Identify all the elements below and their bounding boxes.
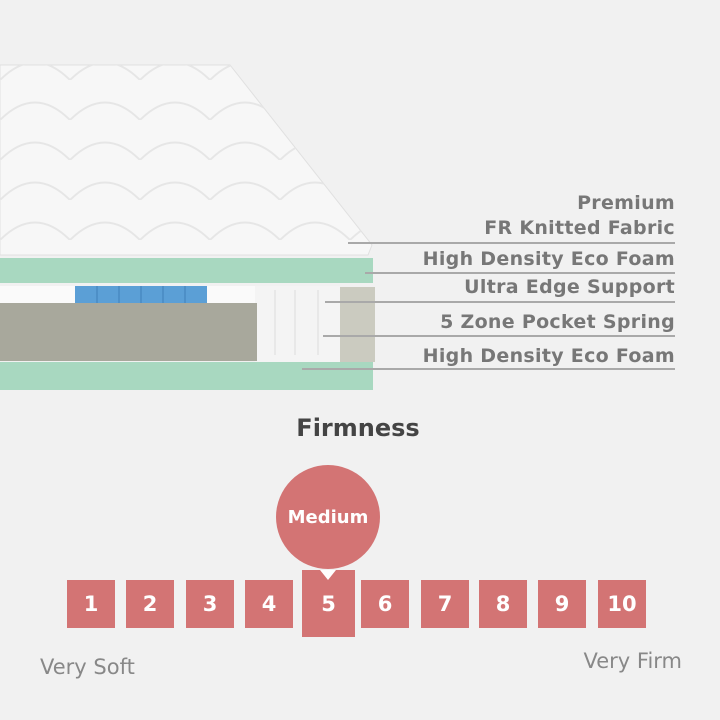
layer-label-fabric-2: FR Knitted Fabric (484, 217, 675, 239)
leader-line (323, 335, 675, 337)
leader-line (348, 242, 675, 244)
firmness-level-5-selected[interactable]: 5 (302, 570, 355, 637)
firmness-level-4[interactable]: 4 (245, 580, 293, 628)
bottom-foam-layer (0, 362, 373, 390)
firmness-level-10[interactable]: 10 (598, 580, 646, 628)
mattress-illustration (0, 64, 375, 390)
layer-label-bottom-foam: High Density Eco Foam (422, 345, 675, 367)
firmness-title: Firmness (296, 414, 420, 442)
leader-line (365, 272, 675, 274)
firmness-level-1[interactable]: 1 (67, 580, 115, 628)
firmness-level-8[interactable]: 8 (479, 580, 527, 628)
edge-support-side (340, 287, 375, 362)
layer-label-pocket-spring: 5 Zone Pocket Spring (440, 311, 675, 333)
selected-firmness-bubble: Medium (276, 465, 380, 569)
pointer-triangle-icon (320, 570, 336, 580)
firmness-level-6[interactable]: 6 (361, 580, 409, 628)
layer-label-top-foam: High Density Eco Foam (422, 248, 675, 270)
layer-label-edge-support: Ultra Edge Support (464, 276, 675, 298)
very-firm-label: Very Firm (583, 649, 683, 673)
leader-line (325, 301, 675, 303)
firmness-level-3[interactable]: 3 (186, 580, 234, 628)
top-foam-layer (0, 258, 373, 283)
edge-support-block (0, 303, 257, 361)
firmness-level-7[interactable]: 7 (421, 580, 469, 628)
very-soft-label: Very Soft (40, 655, 135, 679)
firmness-level-9[interactable]: 9 (538, 580, 586, 628)
leader-line (302, 368, 675, 370)
layer-label-fabric-1: Premium (577, 192, 675, 214)
firmness-level-2[interactable]: 2 (126, 580, 174, 628)
side-springs (255, 286, 340, 362)
